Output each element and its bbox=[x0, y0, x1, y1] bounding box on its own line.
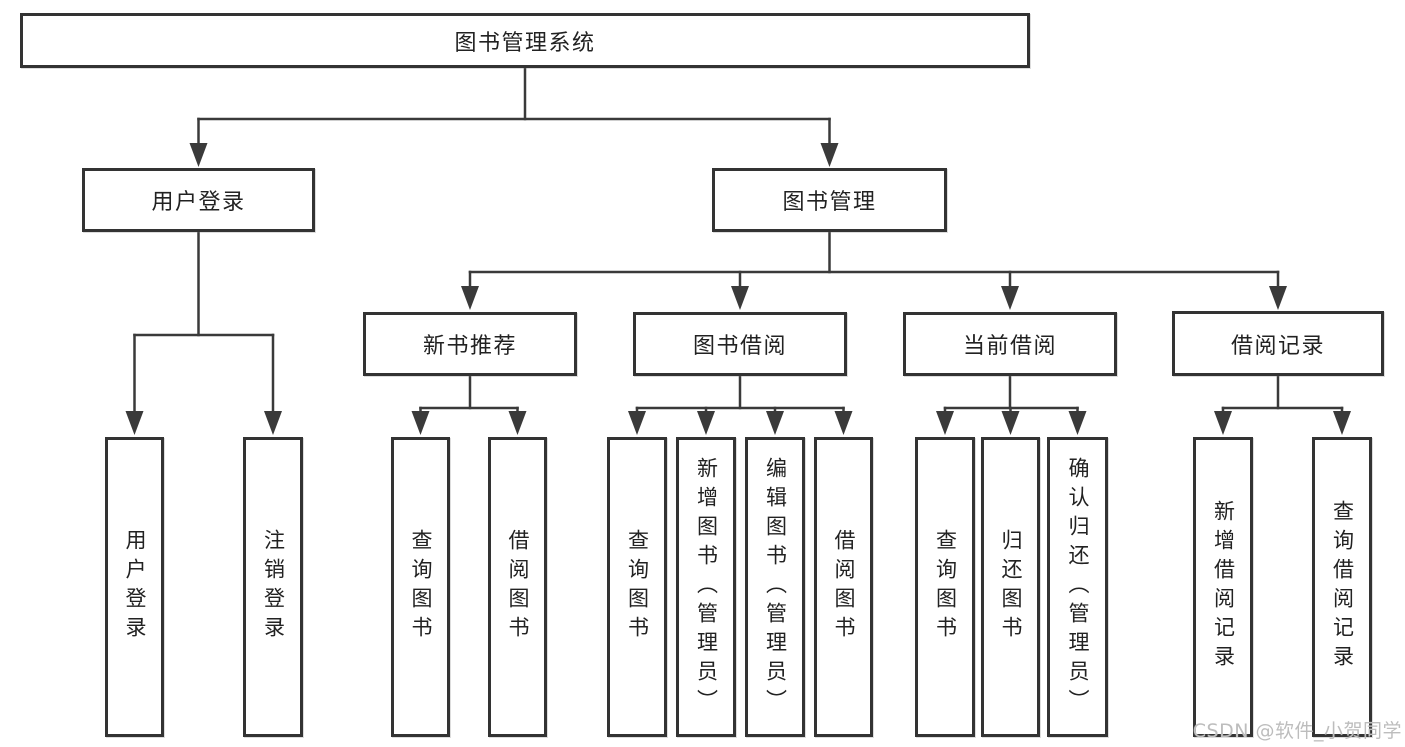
arrow-down-icon bbox=[1001, 286, 1019, 310]
leaf-query-books-recommend: 查询图书 bbox=[391, 437, 450, 737]
node-book-borrow: 图书借阅 bbox=[633, 312, 847, 376]
node-new-book-recommend: 新书推荐 bbox=[363, 312, 577, 376]
node-label: 借阅记录 bbox=[1230, 333, 1325, 359]
arrow-down-icon bbox=[461, 286, 479, 310]
leaf-edit-book-admin: 编辑图书（管理员） bbox=[745, 437, 805, 737]
node-label: 用户登录 bbox=[151, 190, 246, 215]
arrow-down-icon bbox=[125, 411, 144, 435]
node-label: 当前借阅 bbox=[962, 334, 1057, 359]
arrow-down-icon bbox=[264, 411, 282, 435]
node-library-system: 图书管理系统 bbox=[20, 13, 1030, 68]
node-current-borrow: 当前借阅 bbox=[903, 312, 1117, 376]
arrow-down-icon bbox=[820, 143, 839, 167]
arrow-down-icon bbox=[936, 411, 954, 435]
arrow-down-icon bbox=[508, 411, 527, 435]
leaf-label: 查询图书 bbox=[625, 529, 650, 645]
node-book-management: 图书管理 bbox=[712, 168, 947, 232]
arrow-down-icon bbox=[731, 286, 749, 310]
leaf-logout: 注销登录 bbox=[243, 437, 303, 737]
node-label: 图书管理系统 bbox=[454, 30, 596, 56]
arrow-down-icon bbox=[1269, 286, 1287, 310]
leaf-borrow-books: 借阅图书 bbox=[814, 437, 873, 737]
leaf-label: 新增借阅记录 bbox=[1211, 500, 1236, 674]
leaf-label: 查询借阅记录 bbox=[1330, 500, 1355, 674]
arrow-down-icon bbox=[1214, 411, 1232, 435]
node-label: 新书推荐 bbox=[422, 334, 517, 359]
leaf-query-borrow-record: 查询借阅记录 bbox=[1312, 437, 1372, 737]
leaf-label: 新增图书（管理员） bbox=[694, 456, 719, 718]
arrow-down-icon bbox=[411, 411, 430, 435]
csdn-watermark: CSDN @软件_小贺同学 bbox=[1192, 720, 1402, 742]
node-user-login: 用户登录 bbox=[82, 168, 315, 232]
arrow-down-icon bbox=[766, 411, 784, 435]
leaf-add-borrow-record: 新增借阅记录 bbox=[1193, 437, 1253, 737]
leaf-borrow-books-recommend: 借阅图书 bbox=[488, 437, 547, 737]
leaf-add-book-admin: 新增图书（管理员） bbox=[676, 437, 736, 737]
node-label: 图书借阅 bbox=[692, 334, 787, 359]
leaf-label: 借阅图书 bbox=[832, 529, 856, 645]
leaf-query-books-borrow: 查询图书 bbox=[607, 437, 667, 737]
arrow-down-icon bbox=[628, 411, 646, 435]
leaf-label: 查询图书 bbox=[409, 529, 433, 645]
leaf-confirm-return-admin: 确认归还（管理员） bbox=[1047, 437, 1108, 737]
leaf-label: 确认归还（管理员） bbox=[1066, 456, 1090, 718]
leaf-label: 编辑图书（管理员） bbox=[763, 456, 788, 718]
leaf-label: 注销登录 bbox=[261, 529, 286, 645]
leaf-label: 归还图书 bbox=[999, 529, 1023, 645]
arrow-down-icon bbox=[1333, 411, 1351, 435]
leaf-label: 查询图书 bbox=[933, 529, 958, 645]
arrow-down-icon bbox=[1068, 411, 1087, 435]
node-borrow-records: 借阅记录 bbox=[1172, 311, 1384, 376]
leaf-user-login: 用户登录 bbox=[105, 437, 164, 737]
arrow-down-icon bbox=[697, 411, 715, 435]
leaf-query-books-current: 查询图书 bbox=[915, 437, 975, 737]
leaf-return-book: 归还图书 bbox=[981, 437, 1040, 737]
arrow-down-icon bbox=[834, 411, 853, 435]
node-label: 图书管理 bbox=[782, 190, 877, 215]
arrow-down-icon bbox=[1001, 411, 1020, 435]
leaf-label: 借阅图书 bbox=[506, 529, 530, 645]
arrow-down-icon bbox=[189, 143, 208, 167]
leaf-label: 用户登录 bbox=[123, 529, 147, 645]
